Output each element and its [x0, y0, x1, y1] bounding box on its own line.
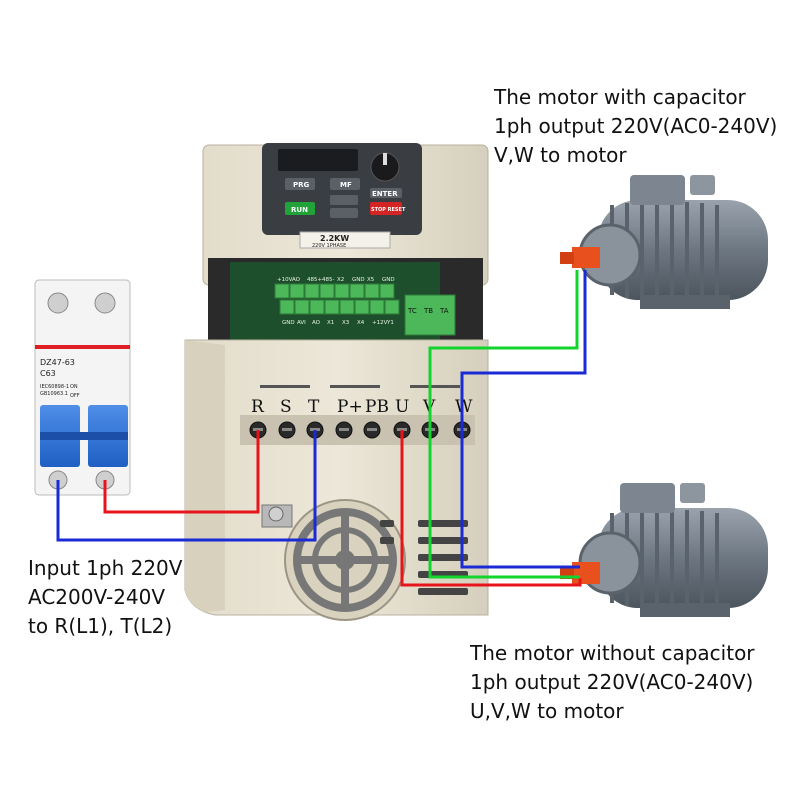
- control-bottom-terminal: [279, 299, 295, 315]
- relay-terminal-label: TC: [407, 307, 417, 315]
- control-bottom-terminal-label: GND: [282, 320, 295, 326]
- wires: [56, 270, 587, 587]
- power-terminal-label: T: [308, 397, 320, 417]
- motor-bottom: [560, 483, 768, 617]
- rating-plate: [299, 231, 391, 249]
- control-bottom-terminal: [339, 299, 355, 315]
- wire-bottom-motor-red: [400, 430, 582, 587]
- down-button[interactable]: [330, 208, 358, 218]
- screw-slot-icon: [397, 428, 407, 431]
- control-top-terminal: [364, 283, 380, 299]
- enter-button-label: ENTER: [372, 190, 398, 198]
- control-top-terminal-label: AO: [292, 277, 301, 283]
- caption-motor-with-capacitor: The motor with capacitor 1ph output 220V…: [493, 85, 777, 167]
- power-terminal-label: PB: [365, 397, 389, 417]
- ground-screw: [261, 504, 293, 528]
- mf-button[interactable]: [330, 178, 360, 190]
- control-top-terminal: [349, 283, 365, 299]
- caption-top-line3: V,W to motor: [494, 143, 627, 167]
- breaker-standard-1: IEC60898-1: [40, 384, 69, 390]
- run-button-label: RUN: [291, 206, 308, 214]
- caption-top-line2: 1ph output 220V(AC0-240V): [494, 114, 777, 138]
- control-bottom-terminal: [354, 299, 370, 315]
- caption-bottom-line1: The motor without capacitor: [469, 641, 755, 665]
- control-top-terminal: [334, 283, 350, 299]
- control-top-terminal-label: GND: [352, 277, 365, 283]
- prg-button-label: PRG: [293, 181, 310, 189]
- prg-button[interactable]: [285, 178, 315, 190]
- control-bottom-terminal-label: AO: [312, 320, 321, 326]
- wire-top-motor-green: [428, 270, 579, 430]
- breaker-rating: C63: [40, 369, 56, 378]
- screw-slot-icon: [310, 428, 320, 431]
- control-top-terminal: [304, 283, 320, 299]
- caption-top-line1: The motor with capacitor: [493, 85, 747, 109]
- stop-reset-button[interactable]: [370, 202, 402, 215]
- control-bottom-terminal: [294, 299, 310, 315]
- caption-motor-without-capacitor: The motor without capacitor 1ph output 2…: [469, 641, 755, 723]
- control-bottom-terminal: [384, 299, 400, 315]
- circuit-breaker: DZ47-63 C63 IEC60898-1 GB10963.1 ON OFF: [34, 279, 131, 496]
- breaker-off-label: OFF: [70, 393, 80, 399]
- control-top-terminal: [319, 283, 335, 299]
- control-bottom-terminal-label: X1: [327, 320, 334, 326]
- mf-button-label: MF: [340, 181, 352, 189]
- caption-bottom-line3: U,V,W to motor: [470, 699, 624, 723]
- caption-input-line1: Input 1ph 220V: [28, 556, 183, 580]
- wire-top-motor-blue: [460, 270, 587, 430]
- enter-button[interactable]: [370, 188, 402, 198]
- wire-input-red: [103, 430, 260, 514]
- caption-input-line2: AC200V-240V: [28, 585, 165, 609]
- relay-terminal-label: TB: [423, 307, 433, 315]
- control-bottom-terminal-label: +12V: [372, 320, 388, 326]
- power-terminal-label: P+: [337, 397, 363, 417]
- caption-bottom-line2: 1ph output 220V(AC0-240V): [470, 670, 753, 694]
- power-terminal-label: W: [455, 397, 473, 417]
- relay-terminal-block: [404, 294, 456, 336]
- breaker-model: DZ47-63: [40, 358, 75, 367]
- control-top-terminal-label: X5: [367, 277, 375, 283]
- wire-bottom-motor-green: [428, 430, 580, 579]
- up-button[interactable]: [330, 195, 358, 205]
- power-terminal-block: [240, 415, 475, 445]
- motor-top: [560, 175, 768, 309]
- control-bottom-terminal-label: AVI: [297, 320, 306, 326]
- inverter: PRG MF ENTER RUN STOP RESET 2.2KW 220V 1…: [184, 143, 489, 621]
- control-top-terminal-label: +10V: [277, 277, 293, 283]
- caption-input-line3: to R(L1), T(L2): [28, 614, 172, 638]
- rating-power: 2.2KW: [320, 234, 349, 243]
- control-bottom-terminal-label: X4: [357, 320, 365, 326]
- control-top-terminal-label: X2: [337, 277, 344, 283]
- caption-input: Input 1ph 220V AC200V-240V to R(L1), T(L…: [28, 556, 183, 638]
- power-terminal-label: R: [251, 397, 265, 417]
- power-terminal-label: U: [395, 397, 409, 417]
- run-button[interactable]: [285, 202, 315, 215]
- stop-reset-button-label: STOP RESET: [371, 207, 406, 213]
- control-top-terminal: [379, 283, 395, 299]
- control-bottom-terminal-label: Y1: [386, 320, 394, 326]
- display-window: [278, 149, 358, 171]
- wire-input-blue: [56, 430, 317, 542]
- screw-slot-icon: [282, 428, 292, 431]
- control-top-terminal: [274, 283, 290, 299]
- screw-slot-icon: [339, 428, 349, 431]
- power-terminal-label: S: [280, 397, 292, 417]
- rating-phase: 220V 1PHASE: [312, 243, 346, 249]
- control-top-terminal-label: 485+: [307, 277, 322, 283]
- cooling-fan: [284, 499, 406, 621]
- control-bottom-terminal: [369, 299, 385, 315]
- relay-terminal-label: TA: [439, 307, 449, 315]
- screw-slot-icon: [367, 428, 377, 431]
- wire-bottom-motor-blue: [460, 430, 580, 569]
- control-bottom-terminal: [309, 299, 325, 315]
- control-bottom-terminal: [324, 299, 340, 315]
- control-top-terminal-label: GND: [382, 277, 395, 283]
- control-top-terminal-label: 485-: [322, 277, 334, 283]
- control-bottom-terminal-label: X3: [342, 320, 350, 326]
- breaker-standard-2: GB10963.1: [40, 391, 68, 397]
- breaker-on-label: ON: [70, 384, 78, 390]
- control-top-terminal: [289, 283, 305, 299]
- screw-slot-icon: [253, 428, 263, 431]
